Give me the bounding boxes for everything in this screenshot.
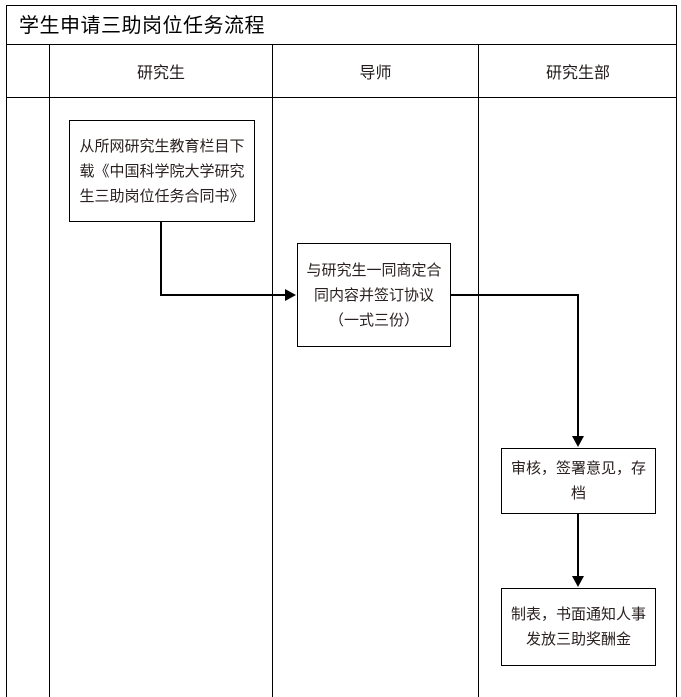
connector-sign-to-review-segment-horizontal: [451, 294, 579, 296]
connector-review-to-payout-segment-vertical: [577, 514, 579, 577]
arrow-down-icon-review-to-payout: [572, 576, 584, 587]
process-box-sign-agreement[interactable]: 与研究生一同商定合同内容并签订协议（一式三份）: [297, 243, 451, 347]
column-divider-1: [49, 45, 50, 697]
column-divider-3: [478, 45, 479, 697]
header-row-rule: [6, 97, 677, 98]
connector-sign-to-review-segment-vertical: [577, 294, 579, 437]
table-body-frame: [6, 45, 677, 697]
process-box-download-contract[interactable]: 从所网研究生教育栏目下载《中国科学院大学研究生三助岗位任务合同书》: [69, 120, 255, 222]
column-header-office: 研究生部: [545, 63, 610, 82]
column-header-student: 研究生: [136, 63, 185, 82]
arrow-down-icon-sign-to-review: [572, 436, 584, 447]
process-box-download-contract-label: 从所网研究生教育栏目下载《中国科学院大学研究生三助岗位任务合同书》: [79, 136, 245, 205]
process-box-sign-agreement-label: 与研究生一同商定合同内容并签订协议（一式三份）: [306, 260, 442, 329]
column-divider-2: [272, 45, 273, 697]
arrow-right-icon-download-to-sign: [285, 289, 296, 301]
process-box-notify-payout-label: 制表，书面通知人事发放三助奖酬金: [510, 605, 646, 648]
process-box-review-archive[interactable]: 审核，签署意见，存档: [501, 448, 656, 514]
connector-download-to-sign-segment-vertical: [160, 222, 162, 296]
process-box-review-archive-label: 审核，签署意见，存档: [510, 459, 646, 502]
connector-download-to-sign-segment-horizontal: [160, 294, 286, 296]
title-band: 学生申请三助岗位任务流程: [6, 5, 677, 45]
column-header-advisor: 导师: [359, 63, 392, 82]
process-box-notify-payout[interactable]: 制表，书面通知人事发放三助奖酬金: [501, 588, 656, 666]
page-title: 学生申请三助岗位任务流程: [19, 13, 265, 37]
